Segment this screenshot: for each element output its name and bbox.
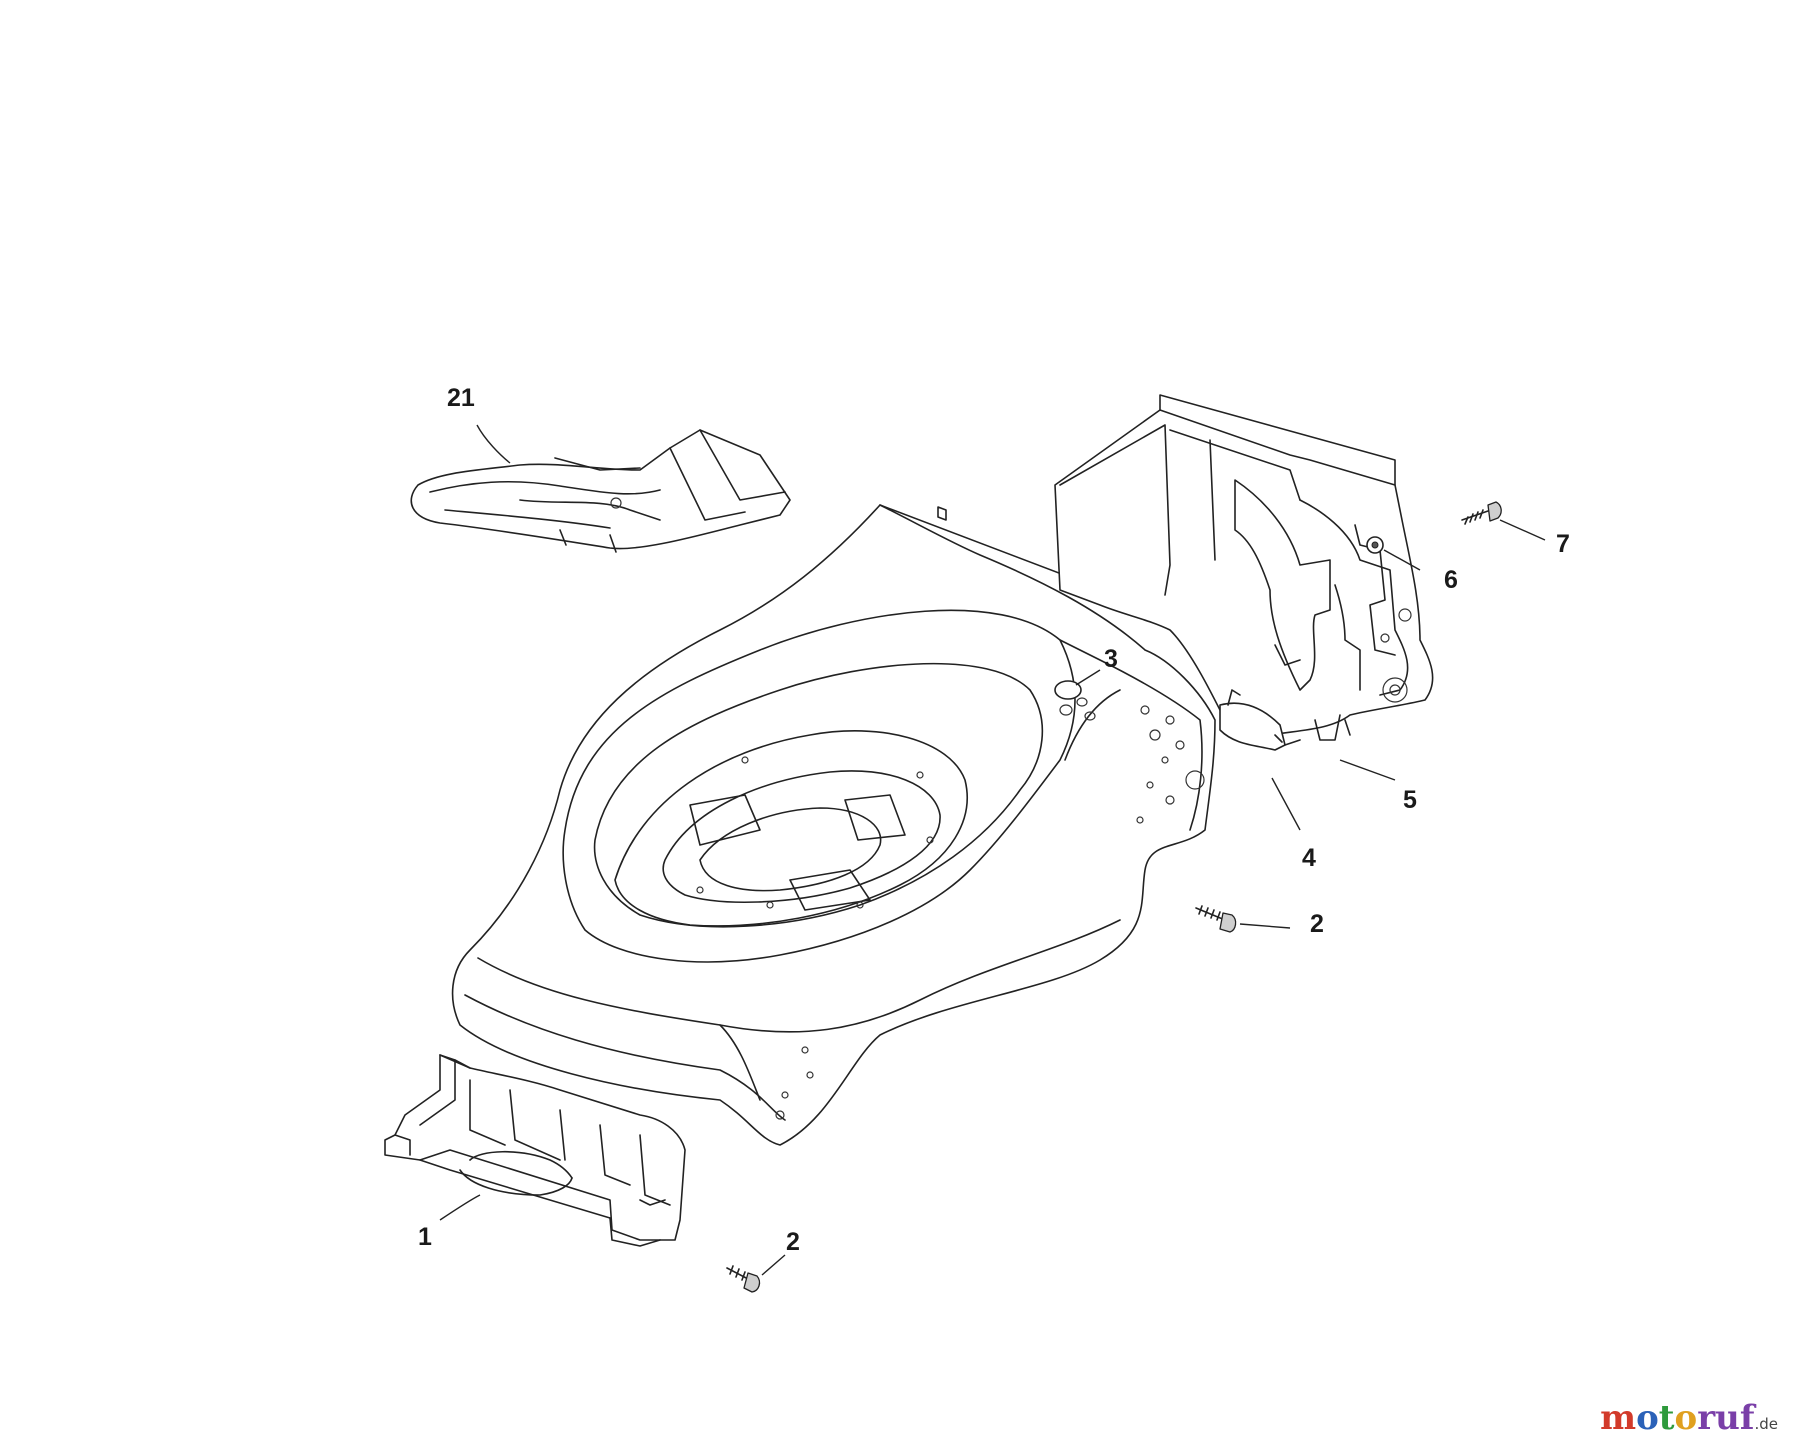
part-4-flap xyxy=(1219,689,1286,751)
leader-7 xyxy=(1499,519,1546,541)
leader-21 xyxy=(476,424,511,464)
callout-4: 4 xyxy=(1302,844,1316,872)
callout-3: 3 xyxy=(1104,645,1118,673)
part-2-screw-bottom xyxy=(726,1265,761,1293)
part-2-screw-right xyxy=(1195,905,1237,933)
callout-1: 1 xyxy=(418,1223,432,1251)
leader-1 xyxy=(439,1194,481,1221)
leader-4 xyxy=(1271,777,1301,831)
leader-2a xyxy=(1239,923,1291,929)
motoruf-watermark: motoruf.de xyxy=(1600,1398,1778,1438)
part-mower-deck xyxy=(451,504,1216,1146)
callout-7: 7 xyxy=(1556,530,1570,558)
callout-2-right: 2 xyxy=(1310,910,1324,938)
leader-5 xyxy=(1339,759,1396,781)
leader-6 xyxy=(1383,549,1421,571)
part-1-front-flap xyxy=(384,1054,686,1247)
part-7-screw xyxy=(1461,501,1502,525)
leader-lines xyxy=(439,424,1546,1276)
callout-6: 6 xyxy=(1444,566,1458,594)
callout-2-bottom: 2 xyxy=(786,1228,800,1256)
callout-21: 21 xyxy=(447,384,475,412)
part-5-rear-chute xyxy=(1054,394,1434,746)
callout-labels: 21 3 7 6 5 4 2 1 2 xyxy=(418,384,1570,1256)
leader-3 xyxy=(1075,669,1101,686)
callout-5: 5 xyxy=(1403,786,1417,814)
part-21-guide xyxy=(410,429,791,553)
leader-2b xyxy=(761,1254,786,1276)
